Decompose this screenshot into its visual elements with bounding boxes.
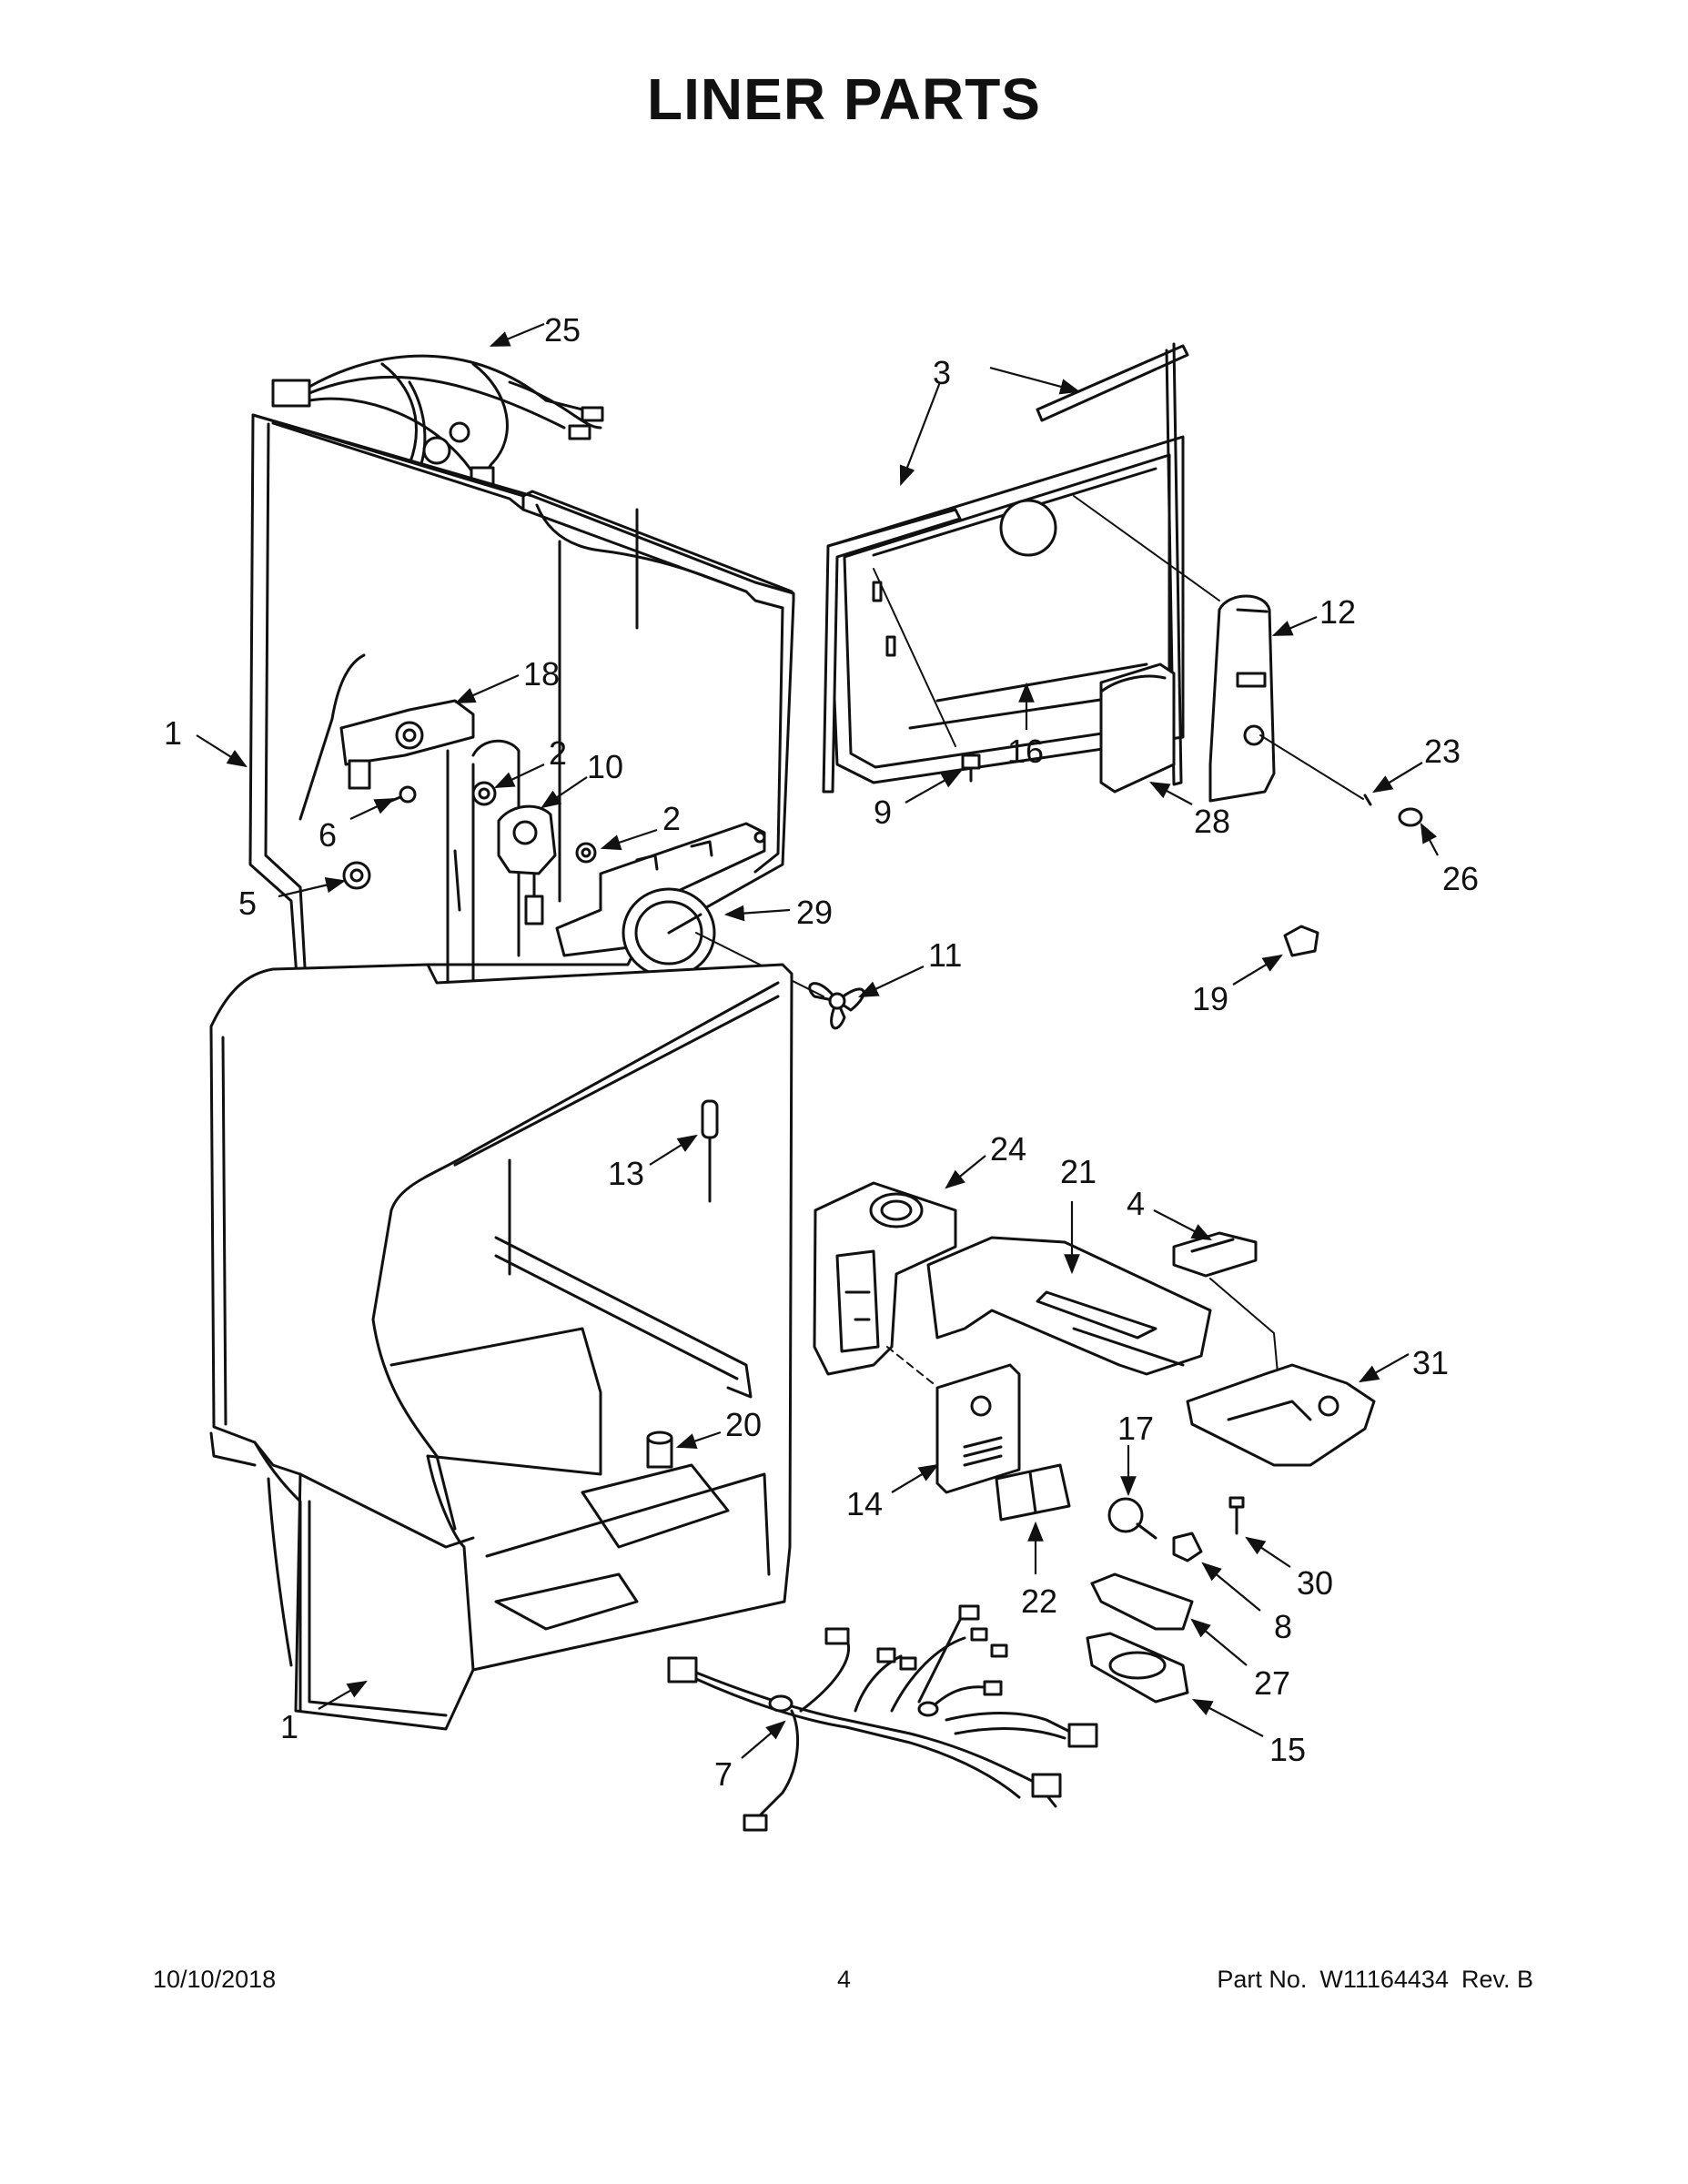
page-number: 4	[836, 1966, 852, 1993]
gasket-strip-3b	[1036, 342, 1189, 786]
callout-23: 23	[1424, 733, 1461, 770]
wire-harness-lower	[667, 1604, 1098, 1832]
callout-labels: 25 3 18 1 2 10 6 2 5 29 11 12 16 23 9 28…	[164, 311, 1479, 1793]
callout-30: 30	[1297, 1564, 1333, 1602]
lens-22	[995, 1463, 1071, 1522]
callout-21: 21	[1060, 1153, 1097, 1190]
light-housing-15	[1086, 1632, 1189, 1704]
callout-1-lower: 1	[280, 1708, 298, 1745]
callout-4: 4	[1127, 1185, 1145, 1222]
callout-28: 28	[1194, 803, 1230, 840]
cover-14	[886, 1346, 1021, 1494]
callout-17: 17	[1117, 1410, 1154, 1447]
callout-16: 16	[1007, 733, 1044, 770]
callout-leaders	[196, 322, 1439, 1759]
callout-5: 5	[238, 885, 257, 922]
callout-27: 27	[1254, 1664, 1290, 1702]
callout-2-upper: 2	[549, 734, 567, 772]
housing-24	[813, 1181, 957, 1376]
fresh-food-liner	[209, 963, 793, 1731]
callout-22: 22	[1021, 1582, 1057, 1620]
screw-30	[1228, 1496, 1245, 1535]
part-number-block: Part No. W11164434 Rev. B	[1217, 1966, 1533, 1994]
control-housing-12	[1073, 495, 1276, 803]
cover-28	[1099, 662, 1176, 794]
print-date: 10/10/2018	[153, 1966, 277, 1993]
screw-9	[873, 568, 981, 783]
part-no-value: W11164434	[1319, 1966, 1449, 1993]
callout-10: 10	[587, 748, 623, 785]
housing-31	[1186, 1363, 1376, 1467]
spring-23	[1363, 794, 1372, 806]
part-no-label: Part No.	[1217, 1966, 1308, 1993]
callout-6: 6	[318, 816, 337, 854]
cap-20	[646, 1431, 673, 1469]
callout-3: 3	[933, 354, 951, 391]
callout-19: 19	[1192, 980, 1228, 1017]
callout-11: 11	[928, 936, 962, 974]
callout-8: 8	[1274, 1608, 1292, 1645]
bulb-17	[1107, 1497, 1157, 1540]
callout-25: 25	[544, 311, 581, 349]
control-4	[1172, 1231, 1279, 1384]
callout-15: 15	[1269, 1731, 1306, 1768]
callout-7: 7	[714, 1755, 733, 1793]
revision: Rev. B	[1461, 1966, 1533, 1993]
callout-18: 18	[523, 655, 560, 693]
callout-9: 9	[874, 794, 892, 831]
callout-20: 20	[725, 1406, 762, 1443]
grommet-lower	[575, 842, 597, 864]
gasket-strip-3a	[822, 508, 962, 794]
callout-13: 13	[608, 1155, 644, 1192]
grommet-upper	[471, 781, 497, 806]
fan-motor-10	[497, 804, 557, 925]
knob-26	[1398, 807, 1423, 827]
fan-blade-11	[695, 932, 865, 1030]
callout-29: 29	[796, 894, 833, 931]
light-shield-27	[1090, 1572, 1194, 1631]
fan-shroud-29	[555, 822, 766, 978]
washer-5	[342, 861, 371, 890]
switch-19	[1283, 925, 1319, 957]
duct-21	[926, 1236, 1212, 1376]
callout-31: 31	[1412, 1344, 1449, 1381]
callout-12: 12	[1319, 593, 1356, 631]
callout-14: 14	[846, 1485, 883, 1522]
socket-8	[1172, 1532, 1203, 1562]
bracket-18	[339, 699, 475, 790]
callout-24: 24	[990, 1130, 1026, 1168]
page-title: LINER PARTS	[647, 66, 1041, 132]
callout-26: 26	[1442, 860, 1479, 897]
callout-1-upper: 1	[164, 714, 182, 752]
callout-2-lower: 2	[662, 800, 681, 837]
thermistor-13	[701, 1099, 719, 1203]
